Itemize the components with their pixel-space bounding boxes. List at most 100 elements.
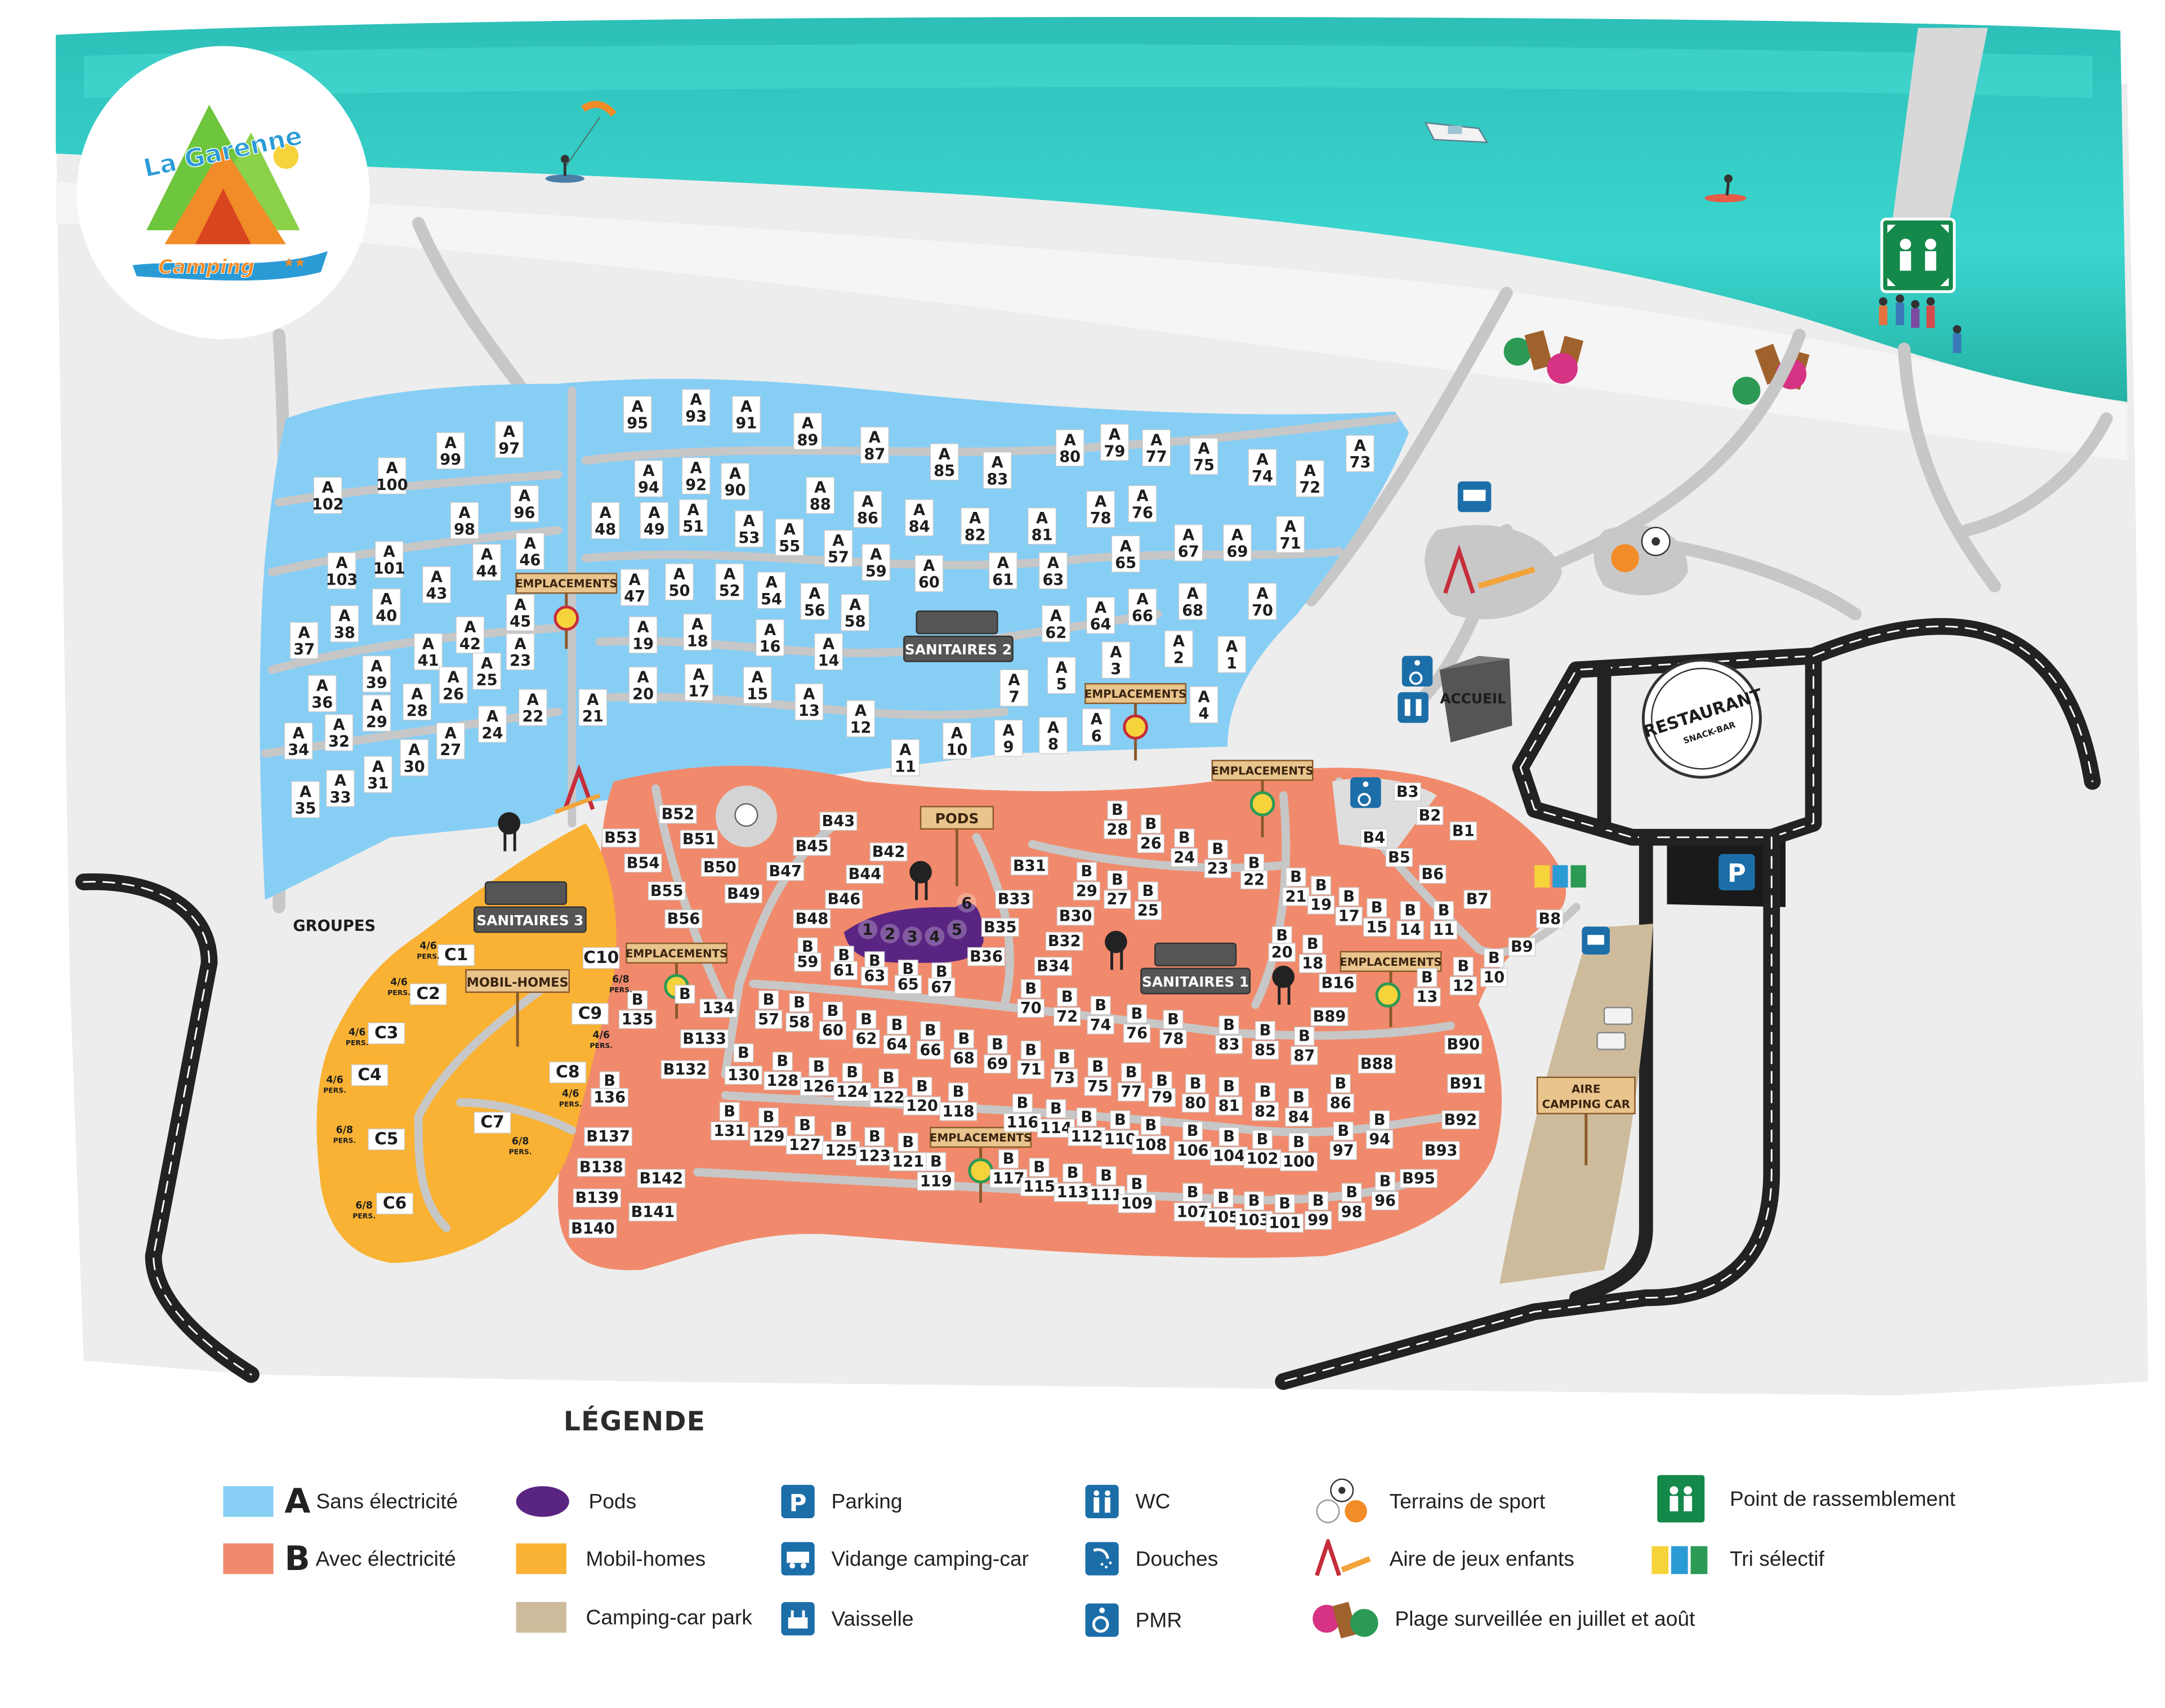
- plot-marker: [943, 722, 971, 760]
- capacity-label: 4/6: [593, 1030, 610, 1041]
- plot-letter: A: [869, 429, 881, 447]
- plot-marker: [510, 485, 539, 523]
- plot-letter: A: [855, 702, 867, 720]
- plot-marker: [660, 1060, 709, 1080]
- plot-marker: [1385, 848, 1413, 867]
- plot-marker: [1107, 800, 1128, 820]
- mobil-home-number: C1: [444, 945, 468, 965]
- plot-marker: [436, 722, 465, 760]
- plot-marker: [1396, 920, 1424, 940]
- recycling-bins-icon: [1534, 865, 1586, 888]
- pod-number: 6: [961, 895, 972, 912]
- plot-number: 63: [864, 967, 885, 985]
- plot-marker: [1084, 1077, 1111, 1096]
- plot-letter: A: [370, 658, 382, 675]
- plot-number: B6: [1421, 866, 1444, 883]
- capacity-pers-label: PERS.: [559, 1100, 582, 1108]
- plot-number: 81: [1218, 1097, 1240, 1114]
- capacity-pers-label: PERS.: [352, 1212, 376, 1220]
- plot-number: 59: [797, 953, 818, 971]
- plot-number: B: [930, 1153, 942, 1171]
- plot-marker: [1274, 1194, 1295, 1214]
- plot-number: 90: [725, 482, 746, 500]
- plot-number: B: [1142, 882, 1154, 900]
- plot-marker: [1051, 1068, 1078, 1087]
- plot-number: B137: [586, 1128, 630, 1145]
- plot-number: B: [1212, 841, 1224, 858]
- pod-number: 1: [862, 921, 873, 939]
- plot-marker: [1171, 848, 1198, 867]
- sanitaires-1-sign: SANITAIRES 1: [1140, 942, 1251, 995]
- emplacements-sign-5: EMPLACEMENTS: [1340, 951, 1442, 1027]
- svg-text:SANITAIRES 1: SANITAIRES 1: [1142, 974, 1249, 990]
- plot-marker: [1137, 881, 1158, 900]
- plot-letter: A: [1257, 585, 1269, 603]
- plot-number: B142: [639, 1170, 683, 1187]
- plot-marker: [1127, 1174, 1148, 1194]
- plot-number: B: [916, 1078, 928, 1095]
- plot-marker: [878, 1068, 899, 1087]
- plot-marker: [1338, 1202, 1365, 1221]
- plot-marker: [414, 633, 443, 671]
- plot-marker: [374, 541, 404, 578]
- plot-marker: [1319, 974, 1357, 993]
- plot-marker: [1057, 987, 1078, 1007]
- plot-marker: [601, 828, 640, 848]
- plot-marker: [853, 490, 882, 528]
- plot-marker: [1215, 1035, 1243, 1054]
- plot-letter: A: [383, 543, 395, 561]
- plot-letter: A: [519, 488, 530, 505]
- plot-number: B30: [1059, 907, 1092, 925]
- plot-letter: A: [316, 677, 328, 695]
- plot-number: B45: [795, 838, 828, 855]
- barbecue-icon: [498, 812, 1295, 1005]
- logo-sub: Camping: [158, 256, 255, 279]
- mobil-home-number: C3: [374, 1023, 398, 1043]
- plot-marker: [1090, 996, 1111, 1015]
- plot-marker: [715, 563, 744, 601]
- plot-marker: [1365, 1130, 1394, 1149]
- svg-text:EMPLACEMENTS: EMPLACEMENTS: [515, 577, 617, 590]
- plot-number: 29: [366, 713, 387, 731]
- plot-number: B: [902, 1134, 914, 1151]
- plot-marker: [577, 1158, 626, 1177]
- plot-marker: [861, 543, 891, 581]
- plot-letter: A: [481, 546, 493, 564]
- plot-number: 14: [818, 652, 840, 670]
- plot-marker: [1132, 1135, 1170, 1154]
- plot-marker: [627, 990, 648, 1010]
- plot-number: 61: [992, 571, 1014, 588]
- plot-number: 48: [595, 521, 616, 538]
- plot-letter: A: [503, 423, 515, 441]
- plot-letter: A: [673, 565, 685, 583]
- plot-letter: A: [724, 565, 735, 583]
- plot-number: B: [1334, 1075, 1346, 1092]
- plot-number: B: [1217, 1189, 1229, 1207]
- plot-marker: [1128, 588, 1157, 626]
- plot-letter: A: [814, 479, 826, 497]
- plot-number: 100: [376, 476, 408, 494]
- plot-marker: [680, 1029, 729, 1049]
- plot-number: 22: [522, 708, 543, 725]
- plot-letter: A: [1354, 437, 1366, 454]
- plot-marker: [518, 689, 547, 726]
- svg-text:PODS: PODS: [935, 810, 979, 827]
- plot-marker: [573, 1188, 622, 1208]
- plot-number: 42: [459, 635, 481, 653]
- plot-marker: [926, 1152, 947, 1171]
- legend-item-camping-car-park: Camping-car park: [516, 1598, 752, 1636]
- plot-marker: [1189, 438, 1218, 475]
- people-at-assembly-point: [1879, 294, 1962, 353]
- plot-marker: [861, 966, 889, 986]
- plot-marker: [789, 993, 810, 1013]
- plot-number: 59: [865, 563, 887, 580]
- plot-marker: [1073, 881, 1101, 900]
- plot-marker: [665, 563, 694, 601]
- plot-number: 91: [735, 415, 757, 432]
- plot-marker: [1159, 1029, 1187, 1049]
- plot-number: 43: [426, 585, 447, 603]
- plot-marker: [953, 1029, 974, 1049]
- plot-marker: [1288, 1132, 1309, 1152]
- plot-marker: [1082, 708, 1111, 746]
